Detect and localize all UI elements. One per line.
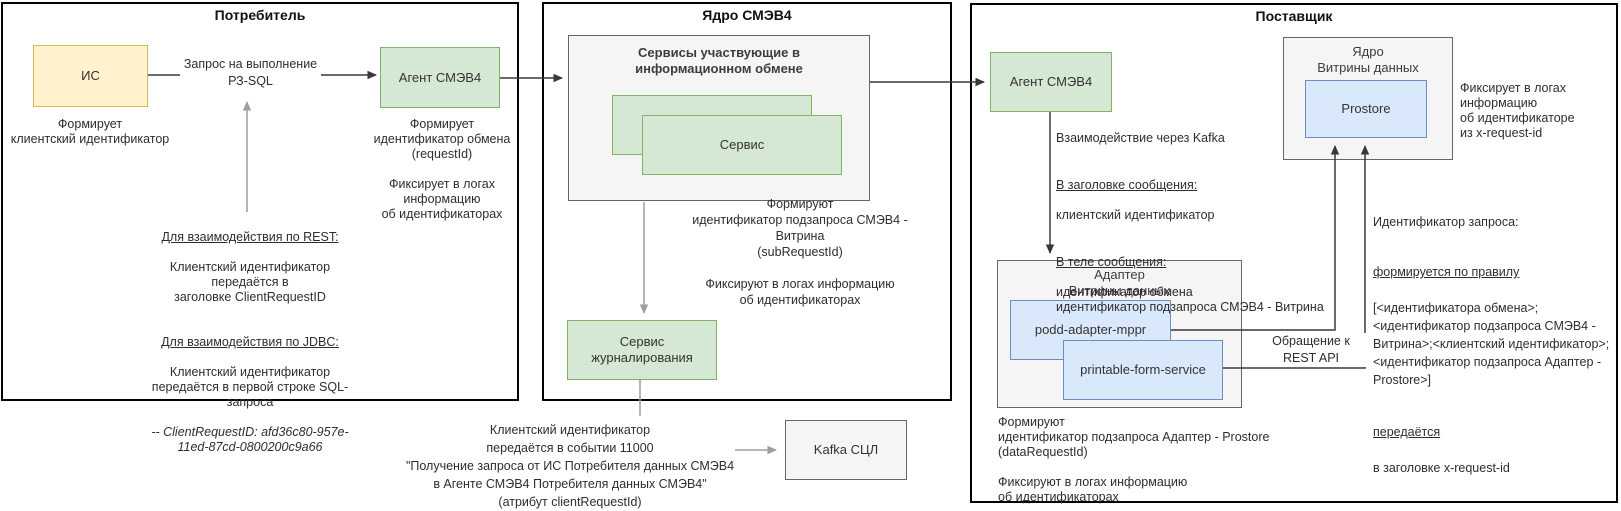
is-box: ИС [33,45,148,107]
logging-service-label: Сервис журналирования [591,334,693,365]
kafka-scl-label: Kafka СЦЛ [813,442,879,457]
msg-body-value: идентификатор обмена идентификатор подза… [1056,285,1324,314]
section-provider [970,3,1618,503]
event-11000-note: Клиентский идентификатор передаётся в со… [405,423,735,509]
datacore-panel-title: Ядро Витрины данных [1317,44,1419,75]
kafka-interaction-note: Взаимодействие через Kafka В заголовке с… [1056,116,1356,330]
core-section-title: Ядро СМЭВ4 [702,7,792,23]
services-panel-title: Сервисы участвующие в информационном обм… [635,45,803,76]
agent-provider-label: Агент СМЭВ4 [1009,74,1093,89]
is-box-label: ИС [81,68,100,83]
jdbc-note-body: Клиентский идентификатор передаётся в пе… [151,365,349,409]
subrequest-note: Формируют идентификатор подзапроса СМЭВ4… [692,197,908,307]
xrequest-log-note: Фиксирует в логах информацию об идентифи… [1460,81,1575,140]
request-id-rules-note: Идентификатор запроса: формируется по пр… [1373,195,1615,495]
msg-body-label: В теле сообщения: [1056,255,1167,269]
kafka-scl-box: Kafka СЦЛ [785,420,907,480]
provider-section-title: Поставщик [1255,8,1333,24]
agent-consumer-box: Агент СМЭВ4 [380,47,500,108]
is-note: Формирует клиентский идентификатор [10,117,170,146]
adapter-panel-title: Адаптер Витрины данных [1068,267,1171,298]
agent-consumer-label: Агент СМЭВ4 [398,69,482,85]
rules-rule-value: [<идентификатора обмена>; <идентификатор… [1373,301,1610,387]
prostore-box: Prostore [1305,80,1427,138]
jdbc-note-example: -- ClientRequestID: afd36c80-957e- 11ed-… [151,425,349,454]
section-core [542,2,952,401]
rules-title: Идентификатор запроса: [1373,215,1519,229]
rest-note-header: Для взаимодействия по REST: [161,230,339,244]
service-box-front: Сервис [642,115,842,175]
prostore-label: Prostore [1341,101,1391,116]
rules-passed-label: передаётся [1373,425,1441,439]
msg-header-label: В заголовке сообщения: [1056,178,1198,192]
msg-header-value: клиентский идентификатор [1056,208,1215,222]
logging-service-box: Сервис журналирования [567,320,717,380]
rest-jdbc-note: Для взаимодействия по REST: Клиентский и… [118,215,382,470]
rest-note-body: Клиентский идентификатор передаётся в за… [169,260,331,304]
rules-passed-value: в заголовке x-request-id [1373,461,1510,475]
kafka-interaction-line: Взаимодействие через Kafka [1056,131,1225,145]
printable-form-box: printable-form-service [1063,340,1223,400]
service-box-label: Сервис [719,137,765,152]
datarequest-note: Формируют идентификатор подзапроса Адапт… [998,415,1270,504]
agent-provider-box: Агент СМЭВ4 [990,52,1112,112]
podd-adapter-label: podd-adapter-mppr [1034,322,1147,337]
consumer-section-title: Потребитель [214,7,306,23]
section-consumer [1,2,519,401]
rules-rule-label: формируется по правилу [1373,265,1520,279]
agent-consumer-note: Формирует идентификатор обмена (requestI… [373,117,511,221]
jdbc-note-header: Для взаимодействия по JDBC: [161,335,339,349]
printable-form-label: printable-form-service [1080,362,1206,377]
request-arrow-label: Запрос на выполнение РЗ-SQL [180,56,321,90]
rest-api-label: Обращение к REST API [1250,333,1372,367]
